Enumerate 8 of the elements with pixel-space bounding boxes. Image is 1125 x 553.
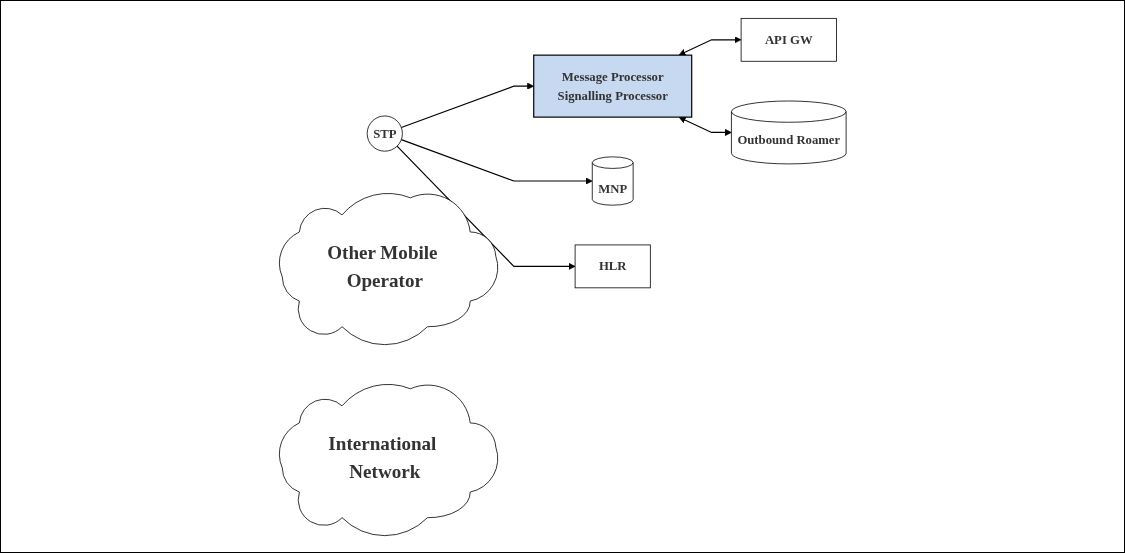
node-box: HLR <box>574 244 651 288</box>
node-box: API GW <box>740 17 837 62</box>
arrow <box>400 82 534 128</box>
node-box: Message Processor Signalling Processor <box>532 54 693 118</box>
node-circle: STP <box>366 115 403 152</box>
arrow <box>678 116 732 136</box>
arrow <box>678 35 742 55</box>
arrow <box>400 138 593 184</box>
